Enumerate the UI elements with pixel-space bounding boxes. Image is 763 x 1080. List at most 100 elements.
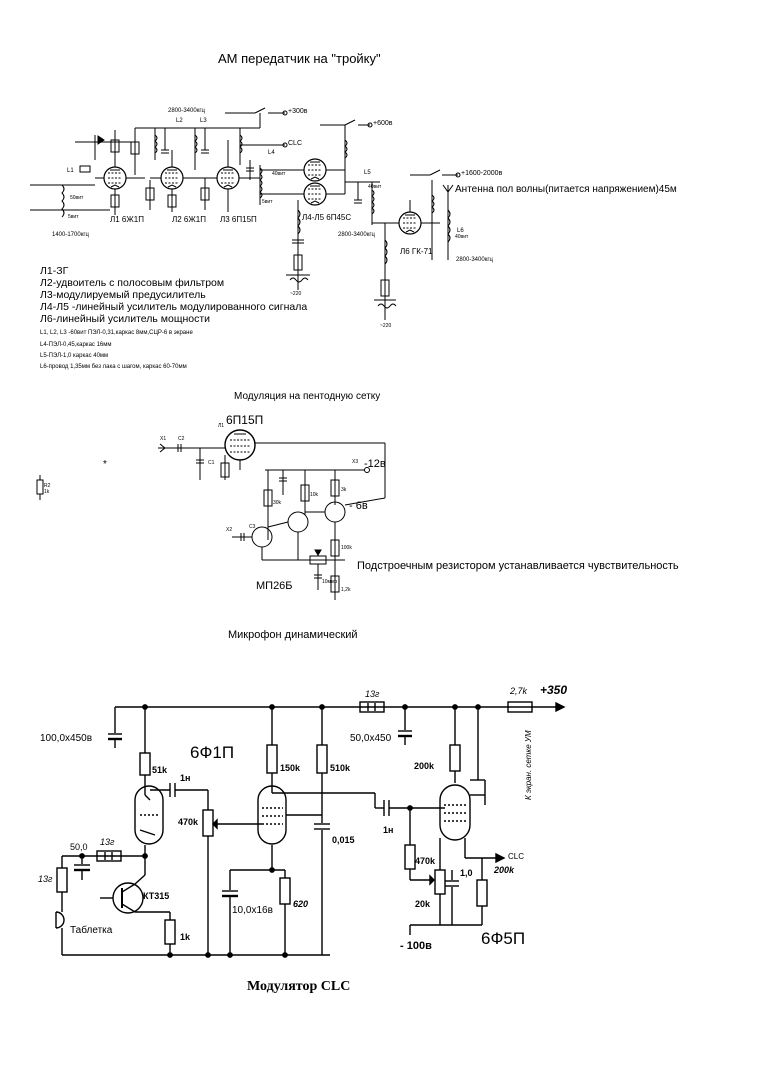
r-1-2k: 1,2k bbox=[341, 587, 351, 593]
r-3k: 3k bbox=[341, 487, 347, 493]
resistor-2-7k bbox=[507, 701, 533, 713]
tube-ref: Л1 bbox=[218, 423, 225, 429]
mains-2: ~220 bbox=[380, 323, 392, 329]
supply-300v: +300в bbox=[288, 108, 308, 115]
r-1k: 1k bbox=[180, 932, 191, 942]
freq-label-1: 2800-3400кгц bbox=[168, 108, 205, 114]
coil-l3: L3 bbox=[200, 118, 207, 124]
tube-6f1p-label: 6Ф1П bbox=[190, 743, 235, 762]
legend-l2: Л2-удвоитель с полосовым фильтром bbox=[40, 277, 225, 289]
microphone-tablet: Таблетка bbox=[70, 925, 113, 936]
tube-6f5p-label: 6Ф5П bbox=[481, 929, 526, 948]
cap-1n-2: 1н bbox=[383, 825, 394, 835]
coil-l2: L2 bbox=[176, 118, 183, 124]
r2-value: 1k bbox=[44, 489, 50, 495]
tube-pentode-2 bbox=[257, 785, 287, 845]
transistor-kt315-label: КТ315 bbox=[143, 891, 170, 901]
supply-1600v: +1600-2000в bbox=[461, 170, 503, 177]
coil-l6: L6 bbox=[457, 228, 464, 234]
cap-1n-1: 1н bbox=[180, 773, 191, 783]
voltage-12v: -12в bbox=[364, 458, 386, 470]
screen-grid-note: К экран. сетке УМ bbox=[524, 730, 533, 800]
x2-label: X2 bbox=[226, 527, 233, 533]
cap-1-0: 1,0 bbox=[460, 868, 473, 878]
voltage-6v: - 6в bbox=[349, 500, 368, 512]
trimmer-note: Подстроечным резистором устанавливается … bbox=[357, 560, 679, 572]
turns-2: 5вит bbox=[68, 214, 79, 220]
turns-5: 40вит bbox=[368, 184, 382, 190]
choke-13g-1: 13г bbox=[365, 689, 380, 699]
note-1: L1, L2, L3 -60вит ПЭЛ-0,31,каркас 8мм,СЦ… bbox=[40, 330, 193, 336]
r-200k-right: 200k bbox=[494, 865, 515, 875]
tube-label-6: Л6 ГК-71 bbox=[400, 247, 433, 256]
supply-600v: +600в bbox=[373, 120, 393, 127]
r-150k: 150k bbox=[280, 763, 301, 773]
note-2: L4-ПЭЛ-0,45,каркас 16мм bbox=[40, 342, 112, 348]
r-200k-top: 200k bbox=[414, 761, 435, 771]
tube-label-4: Л4-Л5 6П45С bbox=[302, 213, 352, 222]
clc-label-top: CLC bbox=[288, 140, 303, 147]
tube-6p15p: 6П15П bbox=[226, 413, 264, 427]
c2-label: C2 bbox=[178, 436, 185, 442]
freq-label-2: 1400-1700кгц bbox=[52, 232, 89, 238]
transmitter-title: АМ передатчик на "тройку" bbox=[218, 51, 381, 66]
asterisk-mark: * bbox=[103, 459, 107, 470]
r-2-7k: 2,7k bbox=[510, 686, 528, 696]
transmitter-schematic bbox=[30, 107, 461, 320]
turns-1: 50вит bbox=[70, 195, 84, 201]
tube-label-1: Л1 6Ж1П bbox=[110, 215, 144, 224]
x1-label: X1 bbox=[160, 436, 167, 442]
cap-50uf-top: 50,0х450 bbox=[350, 733, 392, 744]
note-4: L6-провод 1,35мм без лака с шагом, карка… bbox=[40, 364, 187, 370]
r-100k: 100k bbox=[341, 545, 352, 551]
r-510k: 510k bbox=[330, 763, 351, 773]
r-51k: 51k bbox=[152, 765, 168, 775]
antenna-label: Антенна пол волны(питается напряжением)4… bbox=[455, 184, 677, 195]
voltage-minus-100: - 100в bbox=[400, 940, 432, 952]
c1-label: C1 bbox=[208, 460, 215, 466]
tube-label-3: Л3 6П15П bbox=[220, 215, 257, 224]
tube-label-2: Л2 6Ж1П bbox=[172, 215, 206, 224]
coil-l4: L4 bbox=[268, 150, 275, 156]
mains-1: ~220 bbox=[290, 291, 302, 297]
note-3: L5-ПЭЛ-1,0 каркас 40мм bbox=[40, 353, 109, 359]
pot-470k-2: 470k bbox=[415, 856, 436, 866]
legend-l3: Л3-модулируемый предусилитель bbox=[40, 289, 206, 301]
legend-l6: Л6-линейный усилитель мощности bbox=[40, 313, 211, 325]
tube-6f5p bbox=[439, 784, 471, 841]
r-20k: 20k bbox=[415, 899, 431, 909]
cap-50uf: 50,0 bbox=[70, 842, 88, 852]
pot-470k-1: 470k bbox=[178, 817, 199, 827]
turns-3: 40вит bbox=[272, 171, 286, 177]
choke-13g-top bbox=[359, 701, 385, 713]
x3-label: X3 bbox=[352, 459, 359, 465]
clc-modulator-schematic bbox=[55, 701, 566, 958]
cap-10uf: 10,0х16в bbox=[232, 905, 273, 916]
cap-0-015: 0,015 bbox=[332, 835, 355, 845]
coil-l1: L1 bbox=[67, 168, 74, 174]
r-620: 620 bbox=[293, 899, 309, 909]
freq-label-4: 2800-3400кгц bbox=[456, 257, 493, 263]
c3-label: C3 bbox=[249, 524, 256, 530]
grid-modulation-schematic bbox=[36, 429, 386, 600]
choke-13g-3: 13г bbox=[38, 874, 53, 884]
choke-13g-2: 13г bbox=[100, 837, 115, 847]
freq-label-3: 2800-3400кгц bbox=[338, 232, 375, 238]
legend-l4-l5: Л4-Л5 -линейный усилитель модулированног… bbox=[40, 301, 308, 313]
legend-l1: Л1-ЗГ bbox=[40, 265, 69, 277]
grid-modulation-title: Модуляция на пентодную сетку bbox=[234, 391, 381, 402]
r2-label: R2 bbox=[44, 483, 51, 489]
clc-output: CLC bbox=[508, 852, 525, 861]
cap-100uf: 100,0х450в bbox=[40, 733, 93, 744]
tube-6f1p bbox=[134, 785, 164, 845]
turns-6: 40вит bbox=[455, 234, 469, 240]
modulator-title: Модулятор CLC bbox=[247, 979, 351, 994]
coil-l5: L5 bbox=[364, 170, 371, 176]
transistor-mp26b: МП26Б bbox=[256, 580, 293, 592]
turns-4: 5вит bbox=[262, 199, 273, 205]
r-10k: 10k bbox=[310, 492, 319, 498]
microphone-note: Микрофон динамический bbox=[228, 629, 358, 641]
supply-350v: +350 bbox=[540, 683, 568, 697]
c-10uf: 10мкф bbox=[322, 579, 338, 585]
